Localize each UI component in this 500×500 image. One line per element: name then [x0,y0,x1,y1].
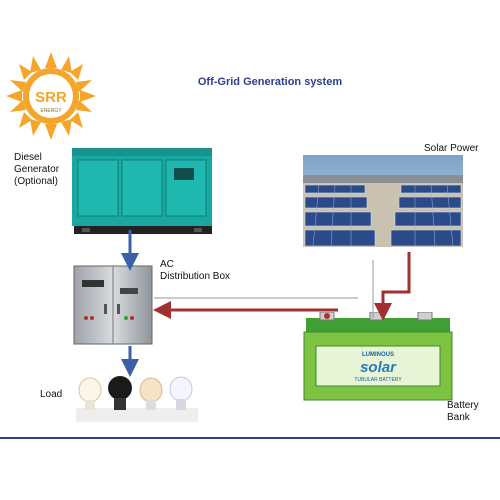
footer-divider [0,437,500,439]
diagram-title: Off-Grid Generation system [197,76,343,88]
load-bulbs [76,376,198,422]
solar-to-battery-arrow [374,252,411,321]
solar-panel-field [303,155,463,247]
srr-energy-logo: SRR ENERGY [6,52,96,140]
diesel-generator-label: Diesel Generator (Optional) [14,152,60,187]
battery-bank: LUMINOUS solar TUBULAR BATTERY [303,312,453,401]
ac-distribution-box [73,265,153,345]
diesel-generator [72,148,212,234]
svg-text:TUBULAR BATTERY: TUBULAR BATTERY [354,377,402,383]
ac-distribution-box-label: AC Distribution Box [160,259,231,282]
svg-text:ENERGY: ENERGY [40,108,62,114]
svg-text:SRR: SRR [35,89,67,106]
load-label: Load [40,389,63,400]
solar-power-label: Solar Power [424,143,479,154]
battery-bank-label: Battery Bank [447,400,479,423]
svg-text:solar: solar [360,359,397,376]
svg-text:LUMINOUS: LUMINOUS [362,352,394,358]
